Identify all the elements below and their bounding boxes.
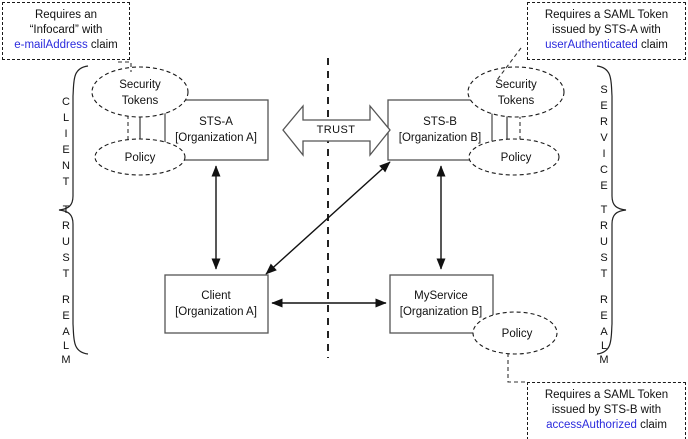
callout-saml-sts-b-requirement: Requires a SAML Token issued by STS-B wi… xyxy=(527,382,686,439)
claim-email-address: e-mailAddress xyxy=(14,39,88,51)
svg-text:E: E xyxy=(62,310,69,322)
svg-text:C: C xyxy=(62,96,70,108)
label-sts-b-security-tokens: Security Tokens xyxy=(495,79,537,107)
svg-text:A: A xyxy=(62,326,70,338)
svg-text:L: L xyxy=(63,112,69,124)
sts-a-title: STS-A xyxy=(199,116,233,128)
left-realm-label: C L I E N T T R U S T R E A L M xyxy=(61,96,70,366)
svg-text:T: T xyxy=(63,268,70,280)
svg-text:N: N xyxy=(62,160,70,172)
svg-text:Tokens: Tokens xyxy=(498,95,535,107)
svg-text:R: R xyxy=(62,294,70,306)
claim-access-authorized: accessAuthorized xyxy=(546,419,637,431)
ellipse-sts-b-security-tokens xyxy=(467,66,565,118)
svg-text:M: M xyxy=(61,354,70,366)
client-subtitle: [Organization A] xyxy=(175,306,257,318)
svg-text:V: V xyxy=(600,132,608,144)
svg-text:R: R xyxy=(600,294,608,306)
svg-text:M: M xyxy=(599,354,608,366)
node-sts-a-label: STS-A [Organization A] xyxy=(175,116,257,144)
svg-text:U: U xyxy=(62,236,70,248)
svg-text:Security: Security xyxy=(495,79,537,91)
callout-tr-line1: Requires a SAML Token xyxy=(544,9,669,21)
sts-a-subtitle: [Organization A] xyxy=(175,132,257,144)
left-realm-brace xyxy=(58,65,89,355)
svg-text:R: R xyxy=(62,220,70,232)
callout-tr-line2: issued by STS-A with xyxy=(552,24,661,36)
callout-tl-line2: “Infocard” with xyxy=(29,24,103,36)
sts-b-title: STS-B xyxy=(423,116,457,128)
svg-text:R: R xyxy=(600,116,608,128)
svg-text:E: E xyxy=(62,144,69,156)
svg-text:T: T xyxy=(601,268,608,280)
callout-br-line2: issued by STS-B with xyxy=(551,404,662,416)
node-client-box xyxy=(164,274,269,334)
arrow-client-sts-b xyxy=(265,161,391,275)
svg-text:L: L xyxy=(63,340,69,352)
callout-br-line1: Requires a SAML Token xyxy=(544,389,669,401)
callout-br-line3-rest: claim xyxy=(636,419,667,431)
label-sts-a-security-tokens: Security Tokens xyxy=(119,79,161,107)
svg-text:E: E xyxy=(600,310,607,322)
svg-text:T: T xyxy=(601,204,608,216)
ellipse-myservice-policy xyxy=(472,311,558,355)
ellipse-sts-b-policy xyxy=(468,138,560,176)
callout-br-line3: accessAuthorized claim xyxy=(536,418,677,433)
node-myservice-label: MyService [Organization B] xyxy=(400,290,482,318)
svg-text:E: E xyxy=(600,100,607,112)
svg-text:L: L xyxy=(601,340,607,352)
svg-text:R: R xyxy=(600,220,608,232)
node-sts-b-label: STS-B [Organization B] xyxy=(399,116,481,144)
node-myservice-box xyxy=(389,274,494,334)
svg-text:E: E xyxy=(600,180,607,192)
callout-tr-line3-rest: claim xyxy=(637,39,668,51)
ellipse-sts-a-policy xyxy=(94,138,186,176)
svg-text:S: S xyxy=(600,252,607,264)
sts-b-subtitle: [Organization B] xyxy=(399,132,481,144)
svg-text:I: I xyxy=(602,148,605,160)
callout-tr-line3: userAuthenticated claim xyxy=(536,38,677,53)
svg-text:T: T xyxy=(63,176,70,188)
svg-text:C: C xyxy=(600,164,608,176)
node-client-label: Client [Organization A] xyxy=(175,290,257,318)
label-sts-a-policy: Policy xyxy=(125,152,156,164)
svg-text:I: I xyxy=(64,128,67,140)
callout-tail-bottom-right xyxy=(507,353,527,383)
label-myservice-policy: Policy xyxy=(502,328,533,340)
callout-tl-line3-rest: claim xyxy=(87,39,118,51)
ellipse-sts-a-security-tokens xyxy=(91,66,189,118)
svg-text:T: T xyxy=(63,204,70,216)
callout-saml-sts-a-requirement: Requires a SAML Token issued by STS-A wi… xyxy=(527,2,686,60)
myservice-subtitle: [Organization B] xyxy=(400,306,482,318)
claim-user-authenticated: userAuthenticated xyxy=(545,39,638,51)
callout-infocard-requirement: Requires an “Infocard” with e-mailAddres… xyxy=(2,2,130,60)
trust-double-arrow xyxy=(282,104,391,157)
client-title: Client xyxy=(201,290,231,302)
svg-text:S: S xyxy=(600,84,607,96)
svg-text:S: S xyxy=(62,252,69,264)
trust-arrow-label: TRUST xyxy=(317,124,356,136)
right-realm-brace xyxy=(596,65,627,355)
callout-tl-line1: Requires an xyxy=(34,9,97,21)
svg-text:Tokens: Tokens xyxy=(122,95,159,107)
svg-text:A: A xyxy=(600,326,608,338)
label-sts-b-policy: Policy xyxy=(501,152,532,164)
right-realm-label: S E R V I C E T R U S T R E A L M xyxy=(599,84,608,366)
svg-text:U: U xyxy=(600,236,608,248)
svg-text:Security: Security xyxy=(119,79,161,91)
callout-tl-line3: e-mailAddress claim xyxy=(11,38,121,53)
myservice-title: MyService xyxy=(414,290,468,302)
